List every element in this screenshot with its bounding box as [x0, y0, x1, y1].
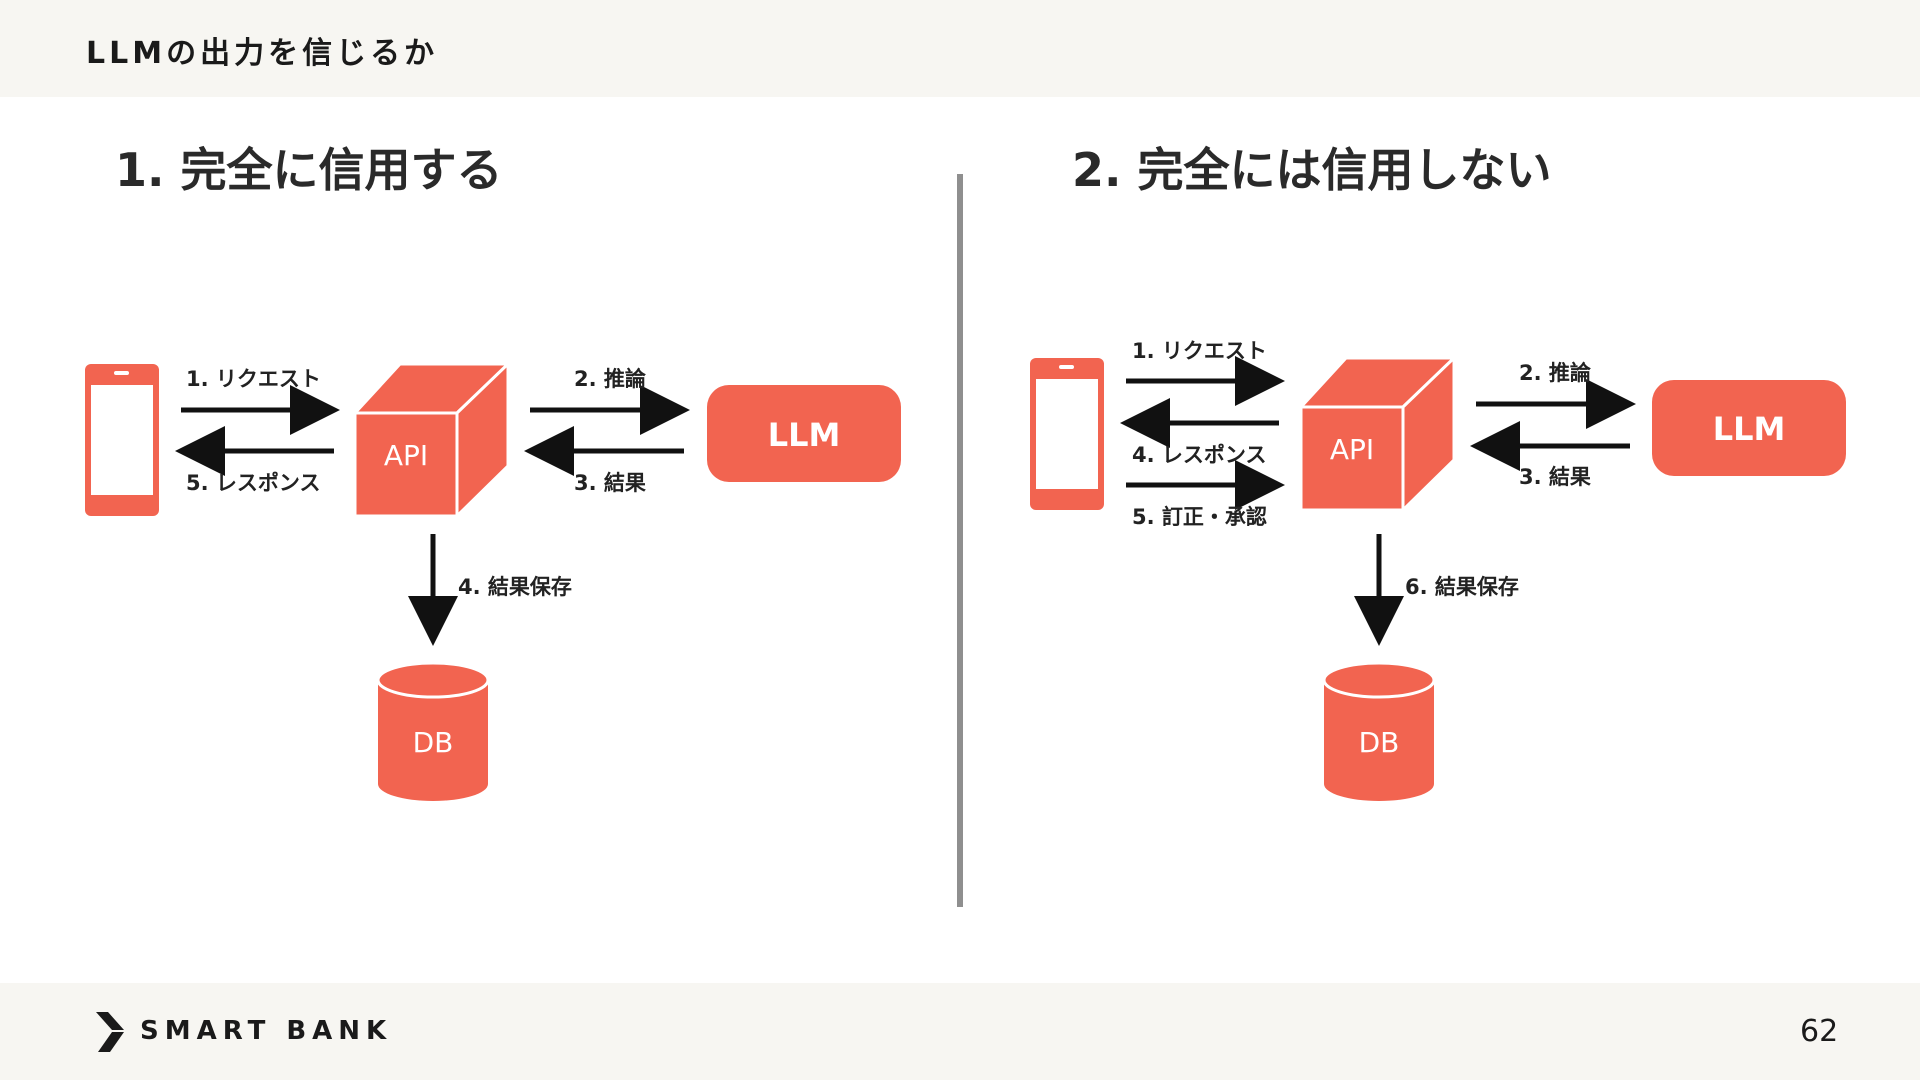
right-llm-box: LLM: [1652, 380, 1846, 476]
right-inference-label: 2. 推論: [1519, 361, 1592, 385]
right-correction-label: 5. 訂正・承認: [1132, 505, 1267, 529]
left-save-label: 4. 結果保存: [458, 575, 572, 599]
left-response-label: 5. レスポンス: [186, 471, 320, 495]
left-result-label: 3. 結果: [574, 471, 646, 495]
left-request-label: 1. リクエスト: [186, 367, 321, 391]
footer-bar: [0, 983, 1920, 1080]
slide-title: LLMの出力を信じるか: [86, 36, 439, 71]
section-divider: [957, 174, 963, 907]
right-response-label: 4. レスポンス: [1132, 443, 1266, 467]
right-llm-label: LLM: [1713, 410, 1786, 448]
right-diagram: 1. リクエスト 4. レスポンス 5. 訂正・承認 API 2. 推論 3. …: [1030, 339, 1846, 801]
right-db-label: DB: [1359, 726, 1400, 759]
right-api-label: API: [1330, 433, 1374, 466]
right-db-cylinder: DB: [1322, 661, 1436, 801]
right-request-label: 1. リクエスト: [1132, 339, 1267, 363]
left-phone-icon: [85, 364, 159, 516]
right-save-label: 6. 結果保存: [1405, 575, 1519, 599]
left-section-title: 1. 完全に信用する: [115, 143, 503, 197]
right-result-label: 3. 結果: [1519, 465, 1591, 489]
left-api-label: API: [384, 439, 428, 472]
logo-text: SMART BANK: [140, 1016, 393, 1046]
left-api-cube: API: [351, 360, 512, 520]
right-section-title: 2. 完全には信用しない: [1072, 143, 1552, 197]
left-llm-label: LLM: [768, 416, 841, 454]
left-diagram: 1. リクエスト 5. レスポンス API 2. 推論 3. 結果 LLM 4.…: [85, 360, 901, 801]
page-number: 62: [1800, 1014, 1839, 1049]
header-bar: LLMの出力を信じるか: [0, 0, 1920, 97]
smartbank-logo-icon: [96, 1012, 124, 1052]
left-inference-label: 2. 推論: [574, 367, 647, 391]
right-phone-icon: [1030, 358, 1104, 510]
right-api-cube: API: [1297, 354, 1458, 514]
left-db-label: DB: [413, 726, 454, 759]
left-db-cylinder: DB: [376, 661, 490, 801]
left-llm-box: LLM: [707, 385, 901, 482]
